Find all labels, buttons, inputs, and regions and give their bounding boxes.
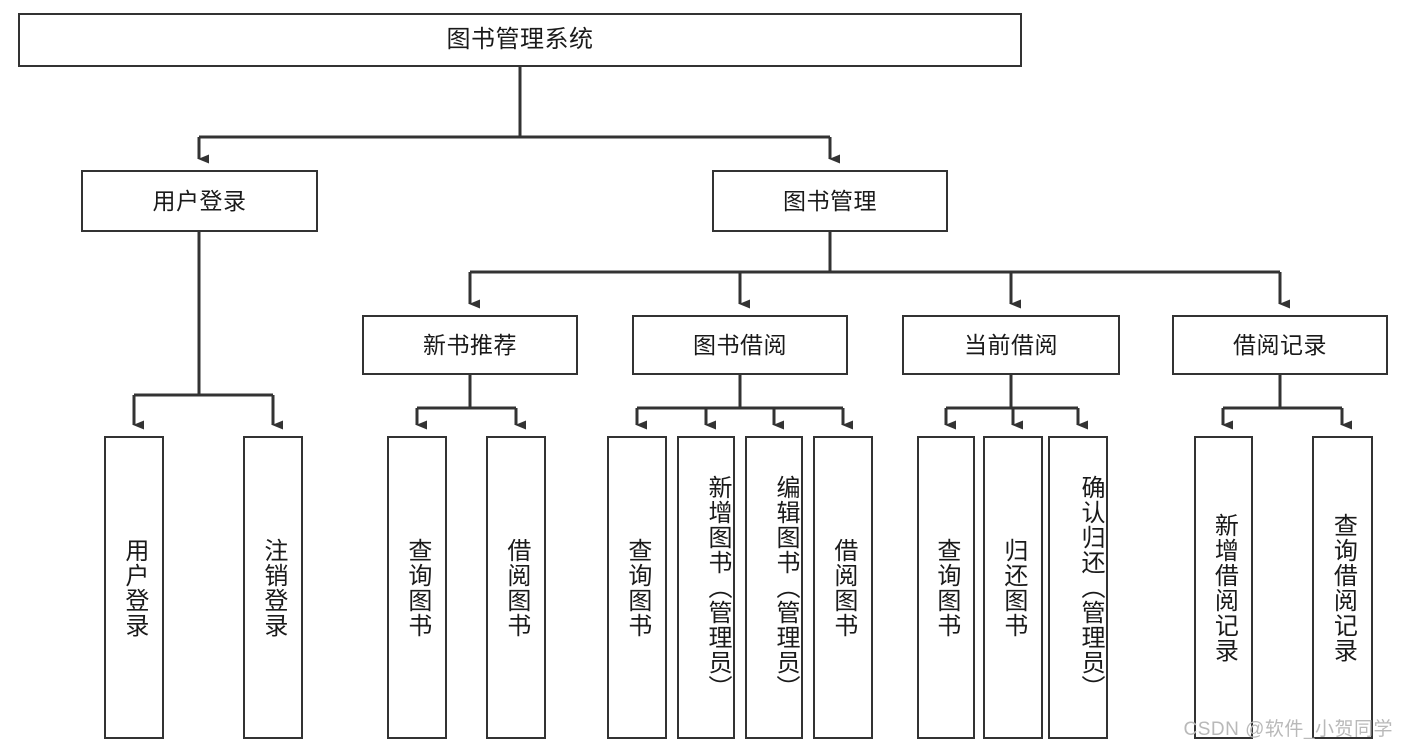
node-current-borrow-label: 当前借阅 <box>964 331 1058 358</box>
leaf-query-book-1[interactable]: 查询图书 <box>387 436 447 739</box>
leaf-confirm-return-admin-label: 确认归还（管理员） <box>1077 475 1104 700</box>
leaf-borrow-book-1[interactable]: 借阅图书 <box>486 436 546 739</box>
node-user-login-label: 用户登录 <box>152 187 247 214</box>
leaf-user-login[interactable]: 用户登录 <box>104 436 164 739</box>
node-new-book-recommend[interactable]: 新书推荐 <box>362 315 578 375</box>
leaf-query-borrow-record-label: 查询借阅记录 <box>1329 512 1357 663</box>
leaf-query-borrow-record[interactable]: 查询借阅记录 <box>1312 436 1373 739</box>
leaf-logout-login-label: 注销登录 <box>259 537 287 638</box>
leaf-confirm-return-admin[interactable]: 确认归还（管理员） <box>1048 436 1108 739</box>
watermark: CSDN @软件_小贺同学 <box>1183 719 1393 740</box>
leaf-borrow-book-1-label: 借阅图书 <box>502 537 530 638</box>
node-user-login[interactable]: 用户登录 <box>81 170 318 232</box>
leaf-edit-book-admin-label: 编辑图书（管理员） <box>772 475 799 700</box>
leaf-add-borrow-record[interactable]: 新增借阅记录 <box>1194 436 1253 739</box>
node-book-borrow[interactable]: 图书借阅 <box>632 315 848 375</box>
leaf-query-book-1-label: 查询图书 <box>403 537 431 638</box>
leaf-borrow-book-2[interactable]: 借阅图书 <box>813 436 873 739</box>
node-book-manage[interactable]: 图书管理 <box>712 170 948 232</box>
node-book-manage-label: 图书管理 <box>783 187 877 214</box>
leaf-query-book-3[interactable]: 查询图书 <box>917 436 975 739</box>
node-root[interactable]: 图书管理系统 <box>18 13 1022 67</box>
node-book-borrow-label: 图书借阅 <box>693 331 787 358</box>
leaf-add-book-admin-label: 新增图书（管理员） <box>704 475 731 700</box>
node-root-label: 图书管理系统 <box>446 26 594 54</box>
node-new-book-recommend-label: 新书推荐 <box>423 331 517 358</box>
leaf-edit-book-admin[interactable]: 编辑图书（管理员） <box>745 436 803 739</box>
leaf-return-book-label: 归还图书 <box>999 537 1027 638</box>
leaf-add-book-admin[interactable]: 新增图书（管理员） <box>677 436 735 739</box>
node-current-borrow[interactable]: 当前借阅 <box>902 315 1120 375</box>
leaf-query-book-2-label: 查询图书 <box>623 537 651 638</box>
leaf-query-book-3-label: 查询图书 <box>932 537 960 638</box>
leaf-query-book-2[interactable]: 查询图书 <box>607 436 667 739</box>
leaf-return-book[interactable]: 归还图书 <box>983 436 1043 739</box>
leaf-logout-login[interactable]: 注销登录 <box>243 436 303 739</box>
leaf-borrow-book-2-label: 借阅图书 <box>829 537 857 638</box>
leaf-add-borrow-record-label: 新增借阅记录 <box>1210 512 1238 663</box>
node-borrow-record-label: 借阅记录 <box>1233 331 1327 358</box>
leaf-user-login-label: 用户登录 <box>120 537 148 638</box>
node-borrow-record[interactable]: 借阅记录 <box>1172 315 1388 375</box>
